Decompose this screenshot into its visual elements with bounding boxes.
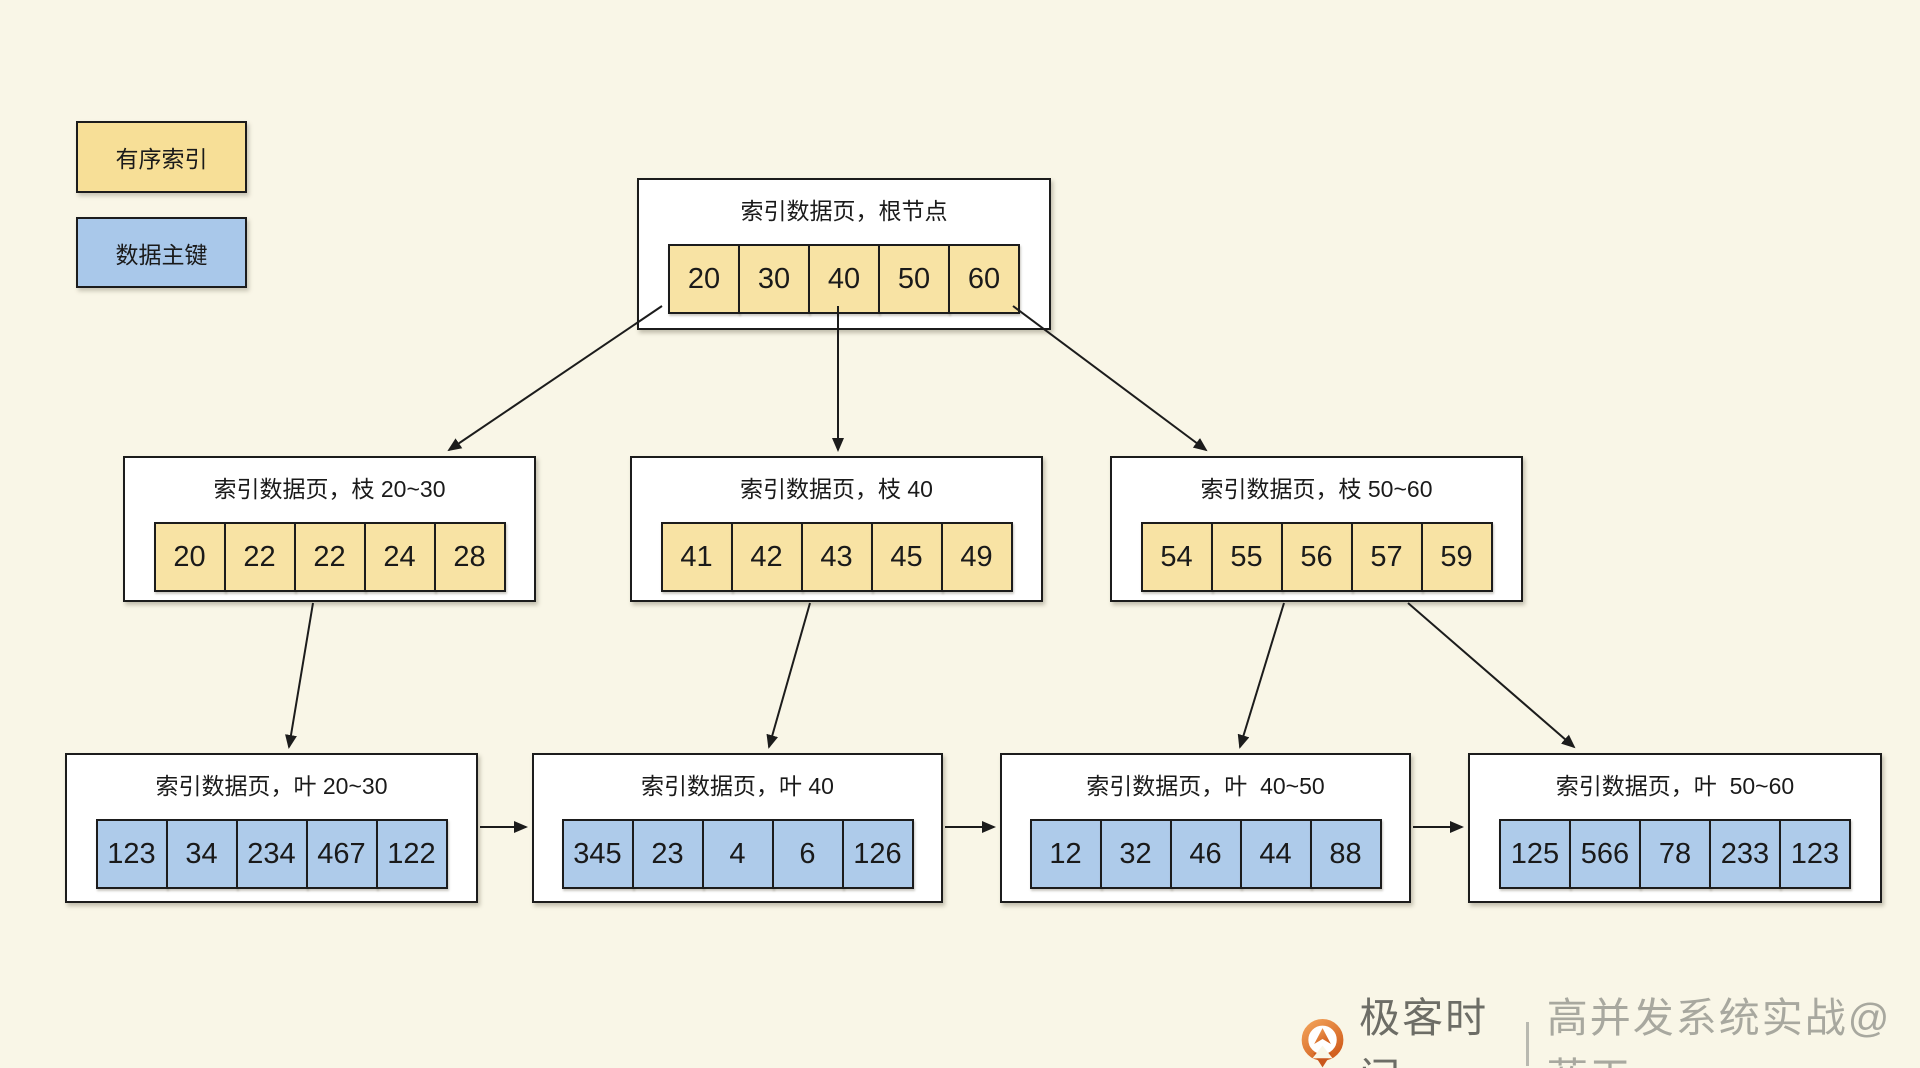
index-page-leaf-50-60: 索引数据页，叶 50~60 125 566 78 233 123 [1468,753,1882,903]
index-cell: 22 [293,522,366,592]
arrow-branch1-to-leaf1 [285,602,314,749]
index-cell: 54 [1140,522,1213,592]
index-page-branch-20-30: 索引数据页，枝 20~30 20 22 22 24 28 [123,456,536,602]
node-title: 索引数据页，叶 40~50 [1086,773,1325,799]
node-title: 索引数据页，叶 20~30 [155,773,388,799]
footer-subtitle-text: 高并发系统实战@蓝天 [1546,995,1892,1068]
footer-watermark: 极客时间 高并发系统实战@蓝天 [1300,984,1920,1068]
key-cell: 122 [375,819,448,889]
cell-row: 123 34 234 467 122 [95,819,448,889]
key-cell: 46 [1169,819,1242,889]
index-page-branch-40: 索引数据页，枝 40 41 42 43 45 49 [630,456,1043,602]
index-cell: 42 [730,522,803,592]
index-cell: 49 [940,522,1013,592]
index-cell: 59 [1420,522,1493,592]
index-cell: 57 [1350,522,1423,592]
index-page-leaf-40: 索引数据页，叶 40 345 23 4 6 126 [532,753,943,903]
key-cell: 12 [1029,819,1102,889]
key-cell: 23 [631,819,704,889]
geektime-logo-icon [1301,1018,1344,1068]
index-cell: 43 [800,522,873,592]
key-cell: 34 [165,819,238,889]
node-title: 索引数据页，根节点 [740,198,948,224]
footer-brand-text: 极客时间 [1359,995,1489,1068]
key-cell: 234 [235,819,308,889]
arrow-branch3-to-leaf4 [1407,602,1576,749]
key-cell: 123 [1779,819,1851,889]
key-cell: 88 [1309,819,1382,889]
index-cell: 40 [808,244,880,314]
cell-row: 12 32 46 44 88 [1029,819,1382,889]
index-page-leaf-20-30: 索引数据页，叶 20~30 123 34 234 467 122 [65,753,478,903]
arrow-root-to-branch1 [447,305,663,452]
cell-row: 20 22 22 24 28 [153,522,506,592]
index-page-branch-50-60: 索引数据页，枝 50~60 54 55 56 57 59 [1110,456,1523,602]
legend-data-key: 数据主键 [76,217,247,288]
legend-ordered-index-label: 有序索引 [115,146,208,172]
index-cell: 24 [363,522,436,592]
index-cell: 20 [153,522,226,592]
key-cell: 345 [561,819,634,889]
key-cell: 126 [841,819,914,889]
key-cell: 6 [771,819,844,889]
index-cell: 50 [878,244,950,314]
node-title: 索引数据页，枝 50~60 [1200,476,1433,502]
key-cell: 4 [701,819,774,889]
arrow-branch3-to-leaf3 [1237,602,1285,749]
cell-row: 54 55 56 57 59 [1140,522,1493,592]
index-cell: 55 [1210,522,1283,592]
key-cell: 566 [1569,819,1641,889]
key-cell: 467 [305,819,378,889]
legend-ordered-index: 有序索引 [76,121,247,193]
cell-row: 20 30 40 50 60 [668,244,1020,314]
index-page-leaf-40-50: 索引数据页，叶 40~50 12 32 46 44 88 [1000,753,1411,903]
index-cell: 28 [433,522,506,592]
cell-row: 345 23 4 6 126 [561,819,914,889]
key-cell: 125 [1499,819,1571,889]
index-cell: 30 [738,244,810,314]
key-cell: 78 [1639,819,1711,889]
node-title: 索引数据页，叶 40 [641,773,834,799]
cell-row: 125 566 78 233 123 [1499,819,1851,889]
node-title: 索引数据页，枝 20~30 [213,476,446,502]
cell-row: 41 42 43 45 49 [660,522,1013,592]
node-title: 索引数据页，叶 50~60 [1555,773,1795,799]
arrow-branch2-to-leaf2 [766,602,811,749]
index-cell: 56 [1280,522,1353,592]
index-cell: 22 [223,522,296,592]
node-title: 索引数据页，枝 40 [740,476,933,502]
key-cell: 233 [1709,819,1781,889]
index-cell: 45 [870,522,943,592]
legend-data-key-label: 数据主键 [115,241,208,268]
footer-divider [1526,1022,1529,1066]
key-cell: 32 [1099,819,1172,889]
index-cell: 60 [948,244,1020,314]
index-page-root: 索引数据页，根节点 20 30 40 50 60 [637,178,1051,330]
key-cell: 123 [95,819,168,889]
key-cell: 44 [1239,819,1312,889]
index-cell: 41 [660,522,733,592]
index-cell: 20 [668,244,740,314]
